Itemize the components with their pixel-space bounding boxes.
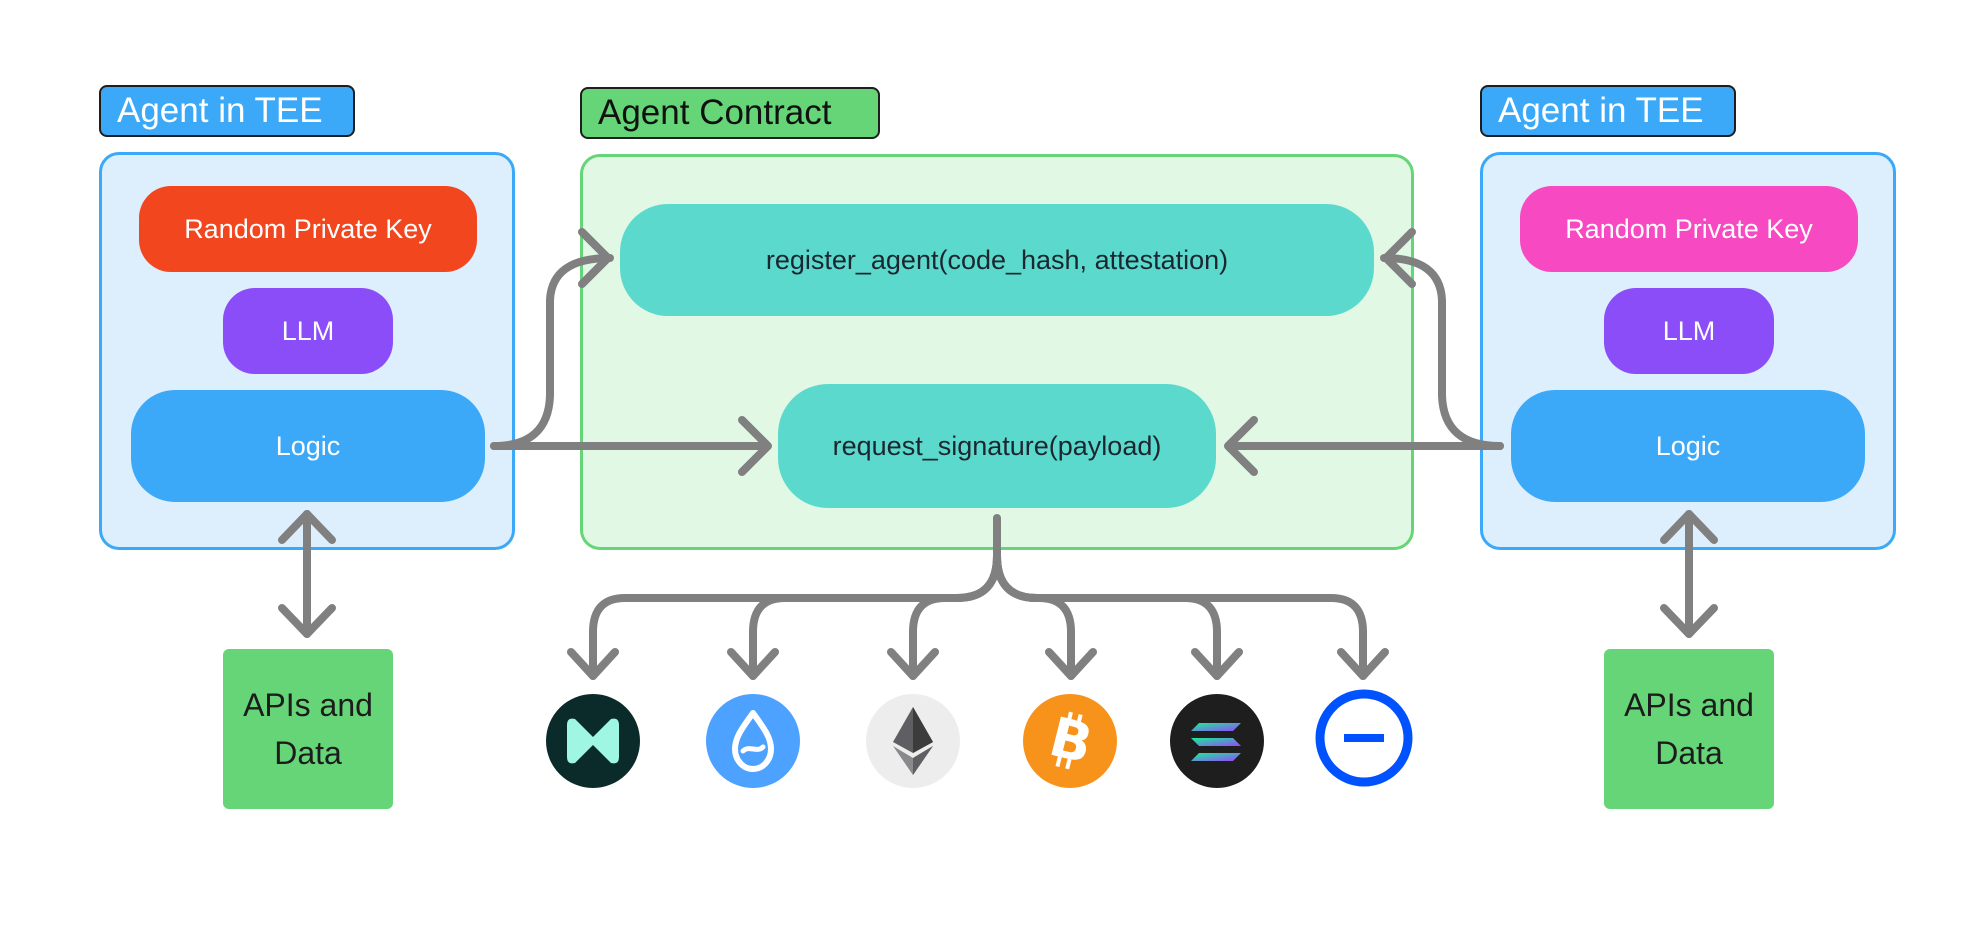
right-agent-title: Agent in TEE — [1480, 85, 1736, 137]
arrow-fanout-branch — [749, 552, 1001, 680]
right-apis-data-block: APIs and Data — [1604, 649, 1774, 809]
arrow-fanout-branch — [909, 552, 1001, 680]
arrow-fanout-branch — [993, 552, 1367, 680]
left-logic-block: Logic — [131, 390, 485, 502]
arrowhead-right-down — [1660, 604, 1718, 638]
arrow-fanout-branch — [993, 552, 1221, 680]
arrowhead-chain — [887, 648, 939, 680]
left-llm-block: LLM — [223, 288, 393, 374]
agent-contract-title: Agent Contract — [580, 87, 880, 139]
arrowhead-chain — [567, 648, 619, 680]
arrowhead-chain — [1045, 648, 1097, 680]
left-agent-title: Agent in TEE — [99, 85, 355, 137]
arrowhead-chain — [727, 648, 779, 680]
solana-logo-icon — [1170, 694, 1264, 788]
arrow-fanout-branch — [993, 552, 1075, 680]
left-apis-data-label: APIs and Data — [243, 687, 373, 771]
left-private-key-block: Random Private Key — [139, 186, 477, 272]
base-logo-icon — [1315, 689, 1413, 787]
right-logic-block: Logic — [1511, 390, 1865, 502]
left-apis-data-block: APIs and Data — [223, 649, 393, 809]
bitcoin-logo-icon: B — [1023, 694, 1117, 788]
arrow-fanout-branch — [589, 552, 1001, 680]
right-llm-block: LLM — [1604, 288, 1774, 374]
ethereum-logo-icon — [866, 694, 960, 788]
arrowhead-chain — [1191, 648, 1243, 680]
sui-logo-icon — [706, 694, 800, 788]
near-logo-icon — [546, 694, 640, 788]
register-agent-function: register_agent(code_hash, attestation) — [620, 204, 1374, 316]
right-apis-data-label: APIs and Data — [1624, 687, 1754, 771]
right-private-key-block: Random Private Key — [1520, 186, 1858, 272]
arrowhead-chain — [1337, 648, 1389, 680]
arrowhead-left-down — [278, 604, 336, 638]
request-signature-function: request_signature(payload) — [778, 384, 1216, 508]
